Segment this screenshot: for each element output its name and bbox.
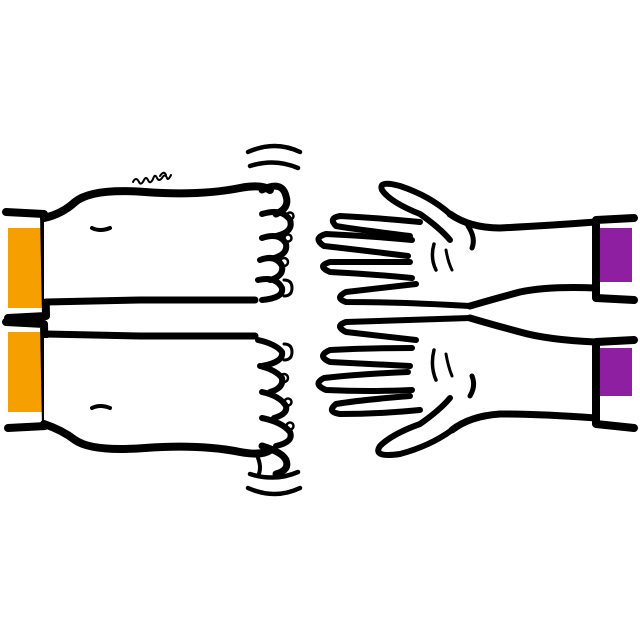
top-foot	[2, 143, 303, 322]
bottom-foot	[2, 318, 303, 497]
artist-signature	[132, 171, 172, 185]
bottom-hand	[315, 314, 638, 458]
top-right-cuff	[596, 228, 632, 282]
top-left-cuff	[8, 228, 44, 308]
top-hand	[315, 180, 638, 310]
bottom-left-cuff	[8, 332, 44, 412]
bottom-right-cuff	[596, 348, 632, 396]
